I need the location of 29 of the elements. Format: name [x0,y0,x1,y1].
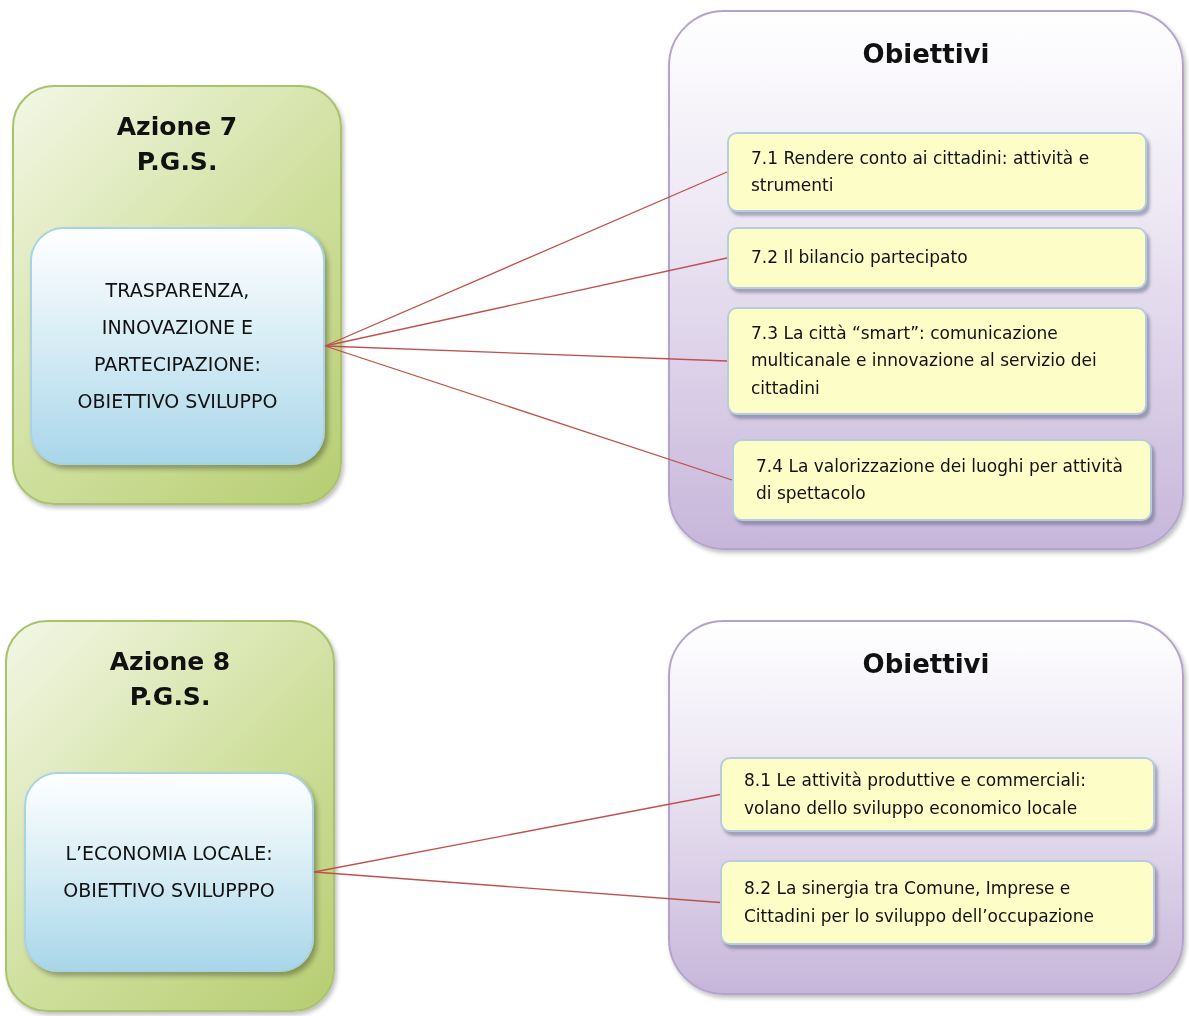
objective-text: 7.4 La valorizzazione dei luoghi per attività di spettacolo [756,454,1124,505]
objective-box [720,757,1155,832]
connector-line [313,793,721,873]
theme-box [24,772,314,972]
theme-box [30,227,325,465]
objective-text: 7.2 Il bilancio partecipato [751,246,969,270]
connector-line [313,871,721,904]
objective-box [727,307,1147,415]
panel-heading: Obiettivi [862,38,990,71]
action-panel [5,620,335,1012]
objective-box [720,860,1155,945]
objective-box [732,439,1152,521]
objectives-panel [668,620,1184,995]
panel-heading: Obiettivi [862,648,990,681]
objectives-panel [668,10,1184,550]
connector-line [324,171,728,347]
objective-text: 7.3 La città “smart”: comunicazione multicanale e innovazione al servizio dei cittadini [751,322,1098,400]
action-panel [12,85,342,505]
theme-text: TRASPARENZA, INNOVAZIONE E PARTECIPAZIONE: OBIETTIVO SVILUPPO [76,277,279,415]
connector-line [324,345,728,362]
connector-line [324,345,733,481]
panel-heading: Azione 7 P.G.S. [115,111,239,178]
panel-heading: Azione 8 P.G.S. [108,646,232,713]
objective-box [727,227,1147,289]
theme-text: L’ECONOMIA LOCALE: OBIETTIVO SVILUPPPO [62,840,276,903]
objective-text: 7.1 Rendere conto ai cittadini: attività e strumenti [751,146,1091,197]
objective-text: 8.2 La sinergia tra Comune, Imprese e Cittadini per lo sviluppo dell’occupazione [744,877,1095,928]
objective-box [727,132,1147,212]
objective-text: 8.1 Le attività produttive e commerciali: volano dello sviluppo economico locale [744,769,1088,820]
